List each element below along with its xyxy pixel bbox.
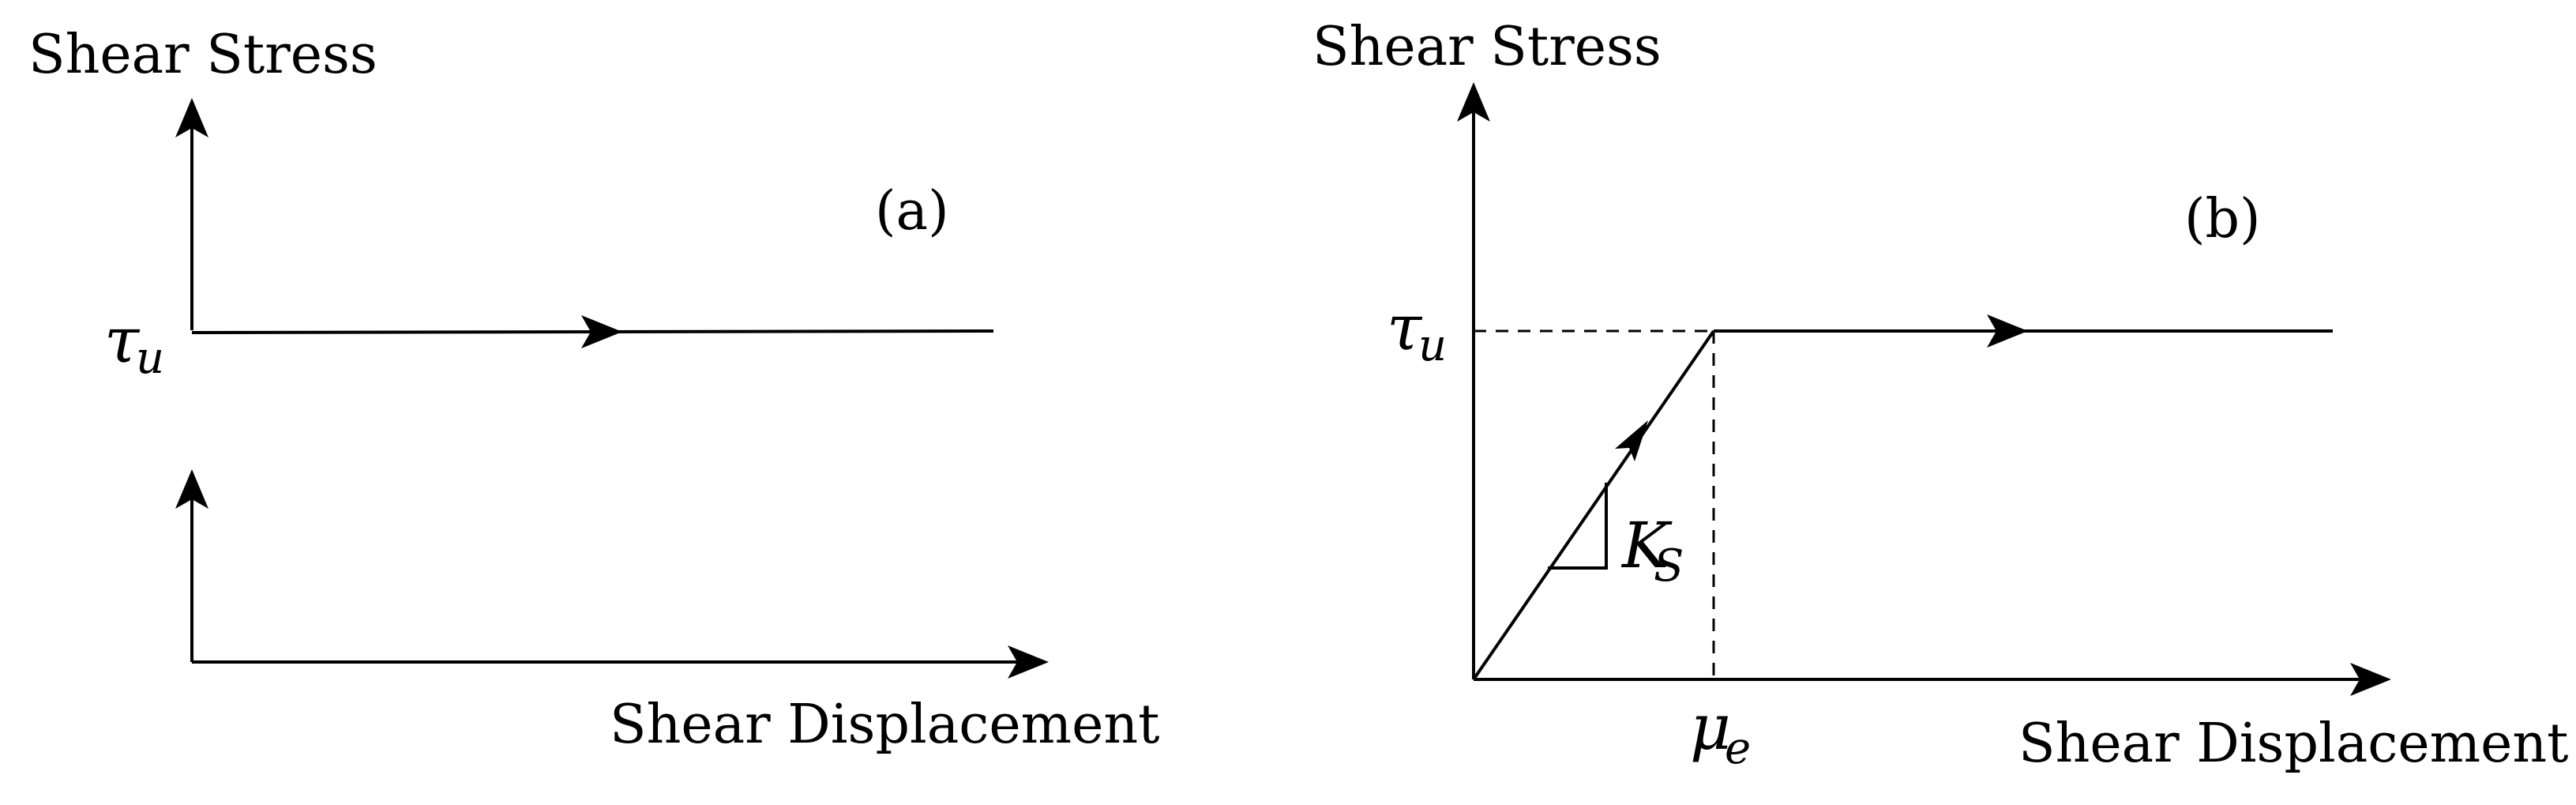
panel-b-tag: (b) (2184, 188, 2261, 250)
panel-b-plateau-arrowhead (1987, 314, 2028, 348)
panel-a: Shear Stress τ u (a) Shear Displacement (28, 24, 1159, 756)
panel-b-elastic-arrowhead (1615, 420, 1648, 461)
panel-b-mu-subscript: e (1725, 723, 1751, 774)
panel-b-y-axis-label: Shear Stress (1312, 16, 1662, 78)
panel-b-slope-triangle (1548, 483, 1608, 570)
panel-a-tau-symbol: τ (104, 303, 141, 377)
panel-b-x-axis-arrowhead (2350, 663, 2391, 696)
panel-b-elastic-line (1472, 329, 1715, 681)
panel-b-ks-symbol: K (1620, 509, 1673, 582)
panel-a-y-axis-arrowhead (175, 98, 208, 137)
panel-b-ks-subscript: S (1654, 540, 1684, 592)
panel-a-lower-arrowhead (175, 469, 208, 509)
panel-b-mu-symbol: μ (1690, 690, 1731, 764)
panel-a-x-axis-label: Shear Displacement (610, 694, 1159, 756)
panel-a-plateau-arrowhead (581, 315, 622, 348)
panel-b: Shear Stress K S τ u μ e (b) Shear Displ… (1312, 16, 2568, 775)
panel-a-tag: (a) (875, 180, 949, 243)
panel-a-y-axis-label: Shear Stress (28, 24, 377, 86)
panel-b-y-axis-arrowhead (1457, 82, 1490, 122)
panel-b-tau-subscript: u (1418, 320, 1447, 371)
panel-a-tau-subscript: u (136, 333, 164, 384)
panel-a-x-axis-arrowhead (1008, 645, 1049, 679)
panel-b-tau-symbol: τ (1387, 291, 1423, 364)
panel-b-x-axis-label: Shear Displacement (2018, 713, 2568, 775)
